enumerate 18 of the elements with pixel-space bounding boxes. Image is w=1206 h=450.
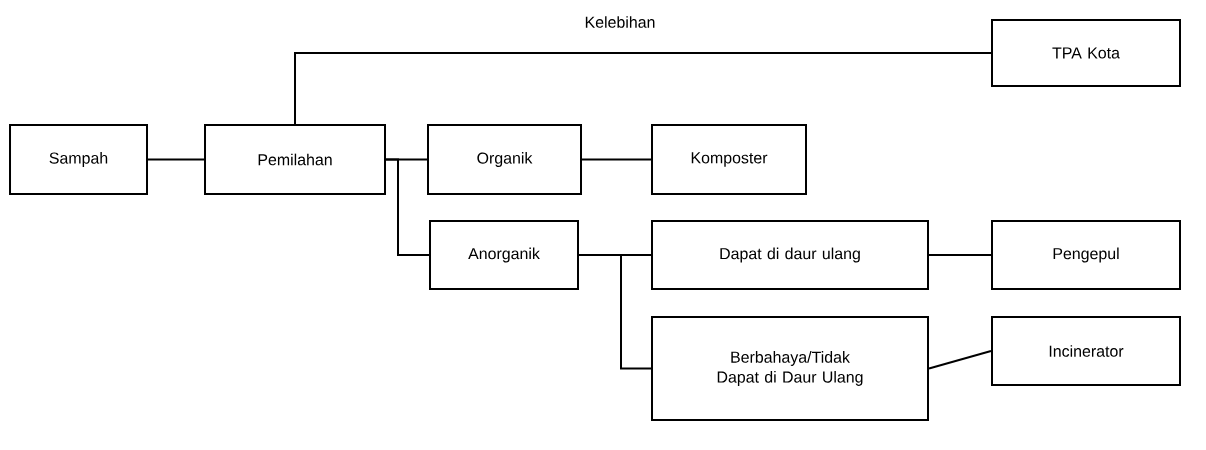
process-box: Anorganik: [429, 220, 579, 290]
connector-line: [385, 158, 430, 256]
process-box: Pengepul: [991, 220, 1181, 290]
process-box: Komposter: [651, 124, 807, 195]
process-box: Sampah: [9, 124, 148, 195]
connector-line: [928, 254, 992, 256]
process-box: Berbahaya/Tidak Dapat di Daur Ulang: [651, 316, 929, 421]
connector-line: [928, 350, 992, 370]
process-box: Incinerator: [991, 316, 1181, 386]
process-box: Pemilahan: [204, 124, 386, 195]
connector-line: [294, 52, 992, 125]
connector-line: [147, 158, 205, 161]
process-box: Organik: [427, 124, 582, 195]
process-box: TPA Kota: [991, 19, 1181, 87]
process-box: Dapat di daur ulang: [651, 220, 929, 290]
connector-line: [578, 254, 652, 370]
connector-line: [581, 158, 652, 161]
edge-label: Kelebihan: [585, 16, 655, 28]
